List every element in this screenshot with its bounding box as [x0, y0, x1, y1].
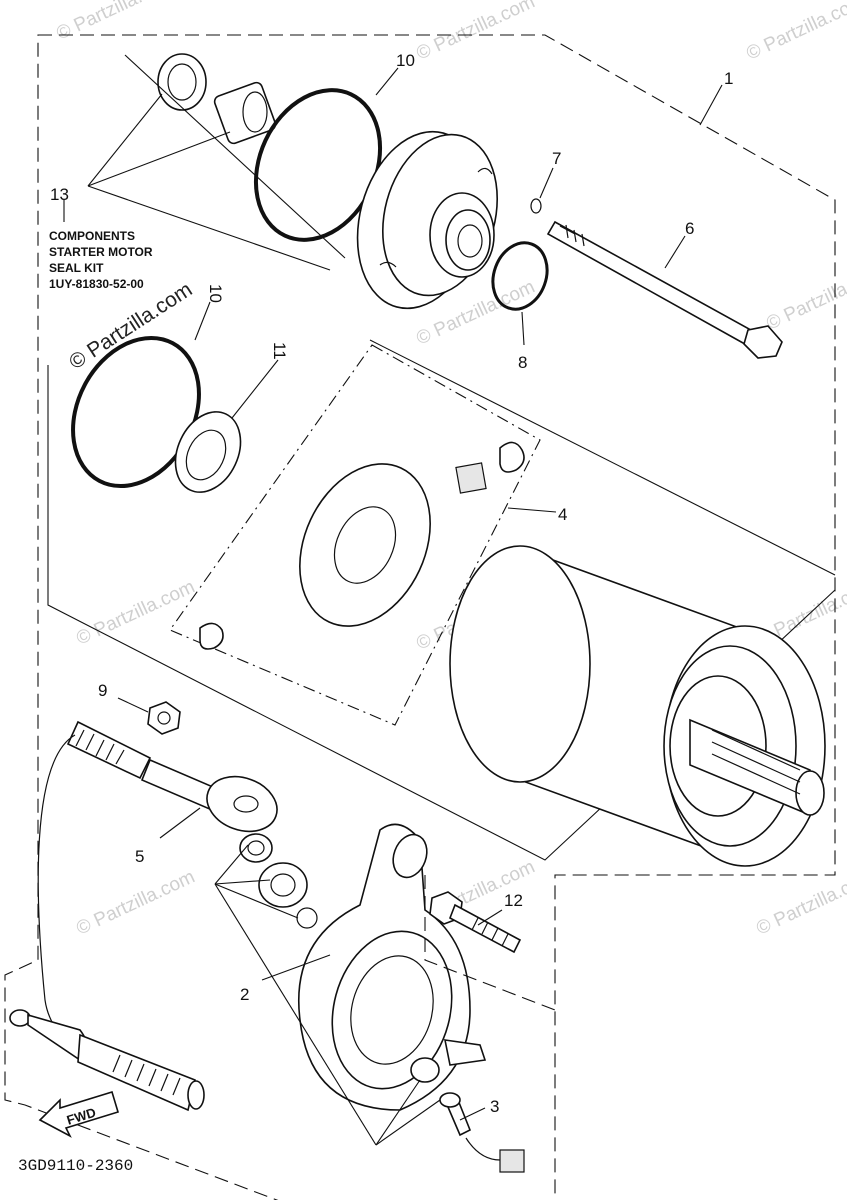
callouts-top: 10 1 7 6 8	[375, 51, 733, 372]
watermark: © Partzilla.com	[73, 576, 198, 649]
watermark: © Partzilla.com	[413, 0, 538, 65]
watermark: © Partzilla.com	[763, 261, 847, 334]
watermark: © Partzilla.com	[753, 866, 847, 939]
battery-cable	[9, 1009, 205, 1112]
callout-6: 6	[685, 219, 694, 238]
insulator-washer	[239, 833, 273, 863]
o-ring-medium	[491, 241, 549, 311]
insulator-bushing	[258, 862, 308, 908]
bearing	[213, 81, 277, 145]
callout-5: 5	[135, 847, 144, 866]
brush-spring-bottom	[199, 622, 224, 650]
watermark: © Partzilla.com	[53, 0, 178, 45]
small-o-ring	[530, 198, 542, 214]
callout-4: 4	[558, 505, 567, 524]
callout-12: 12	[504, 891, 523, 910]
fwd-arrow-icon: FWD	[38, 1090, 119, 1138]
callout-10-left: 10	[206, 284, 225, 303]
watermark: © Partzilla.com	[73, 866, 198, 939]
callout-13-label: 13	[50, 185, 69, 204]
callout-3: 3	[490, 1097, 499, 1116]
kit-note-line-1: COMPONENTS	[49, 229, 135, 243]
through-bolt	[546, 220, 783, 359]
drawing-code: 3GD9110-2360	[18, 1157, 133, 1175]
rear-cover-group: 12 2 3	[214, 823, 556, 1173]
watermark-prominent: © Partzilla.com	[65, 278, 196, 374]
oil-seal	[157, 53, 207, 111]
brush-spring-top	[499, 441, 525, 473]
kit-note-line-2: STARTER MOTOR	[49, 245, 153, 259]
kit-note-line-3: SEAL KIT	[49, 261, 104, 275]
callout-10-top: 10	[396, 51, 415, 70]
callout-1: 1	[724, 69, 733, 88]
kit-note-line-4: 1UY-81830-52-00	[49, 277, 144, 291]
brush-holder-group: 4	[169, 344, 567, 726]
nut	[147, 701, 181, 735]
callout-9: 9	[98, 681, 107, 700]
callout-8: 8	[518, 353, 527, 372]
washer	[174, 411, 242, 493]
left-seals: 10 11	[71, 284, 289, 493]
front-cover	[356, 130, 499, 310]
terminal-eye	[206, 775, 278, 833]
mounting-bolt	[429, 891, 522, 954]
yoke-armature	[449, 545, 826, 867]
wire-boot	[66, 720, 152, 780]
callout-11: 11	[270, 342, 289, 360]
brush	[455, 462, 487, 494]
lead-wire-group: 9 5	[37, 681, 278, 1086]
callout-2: 2	[240, 985, 249, 1004]
ring-terminal	[9, 1009, 31, 1027]
brush-plate	[299, 463, 431, 627]
terminal-block	[499, 1149, 525, 1173]
watermark: © Partzilla.com	[743, 0, 847, 65]
assembly-boundary	[4, 34, 836, 1200]
callout-7: 7	[552, 149, 561, 168]
small-o-ring-rear	[296, 907, 318, 929]
callout-13: 13 COMPONENTS STARTER MOTOR SEAL KIT 1UY…	[49, 54, 346, 291]
